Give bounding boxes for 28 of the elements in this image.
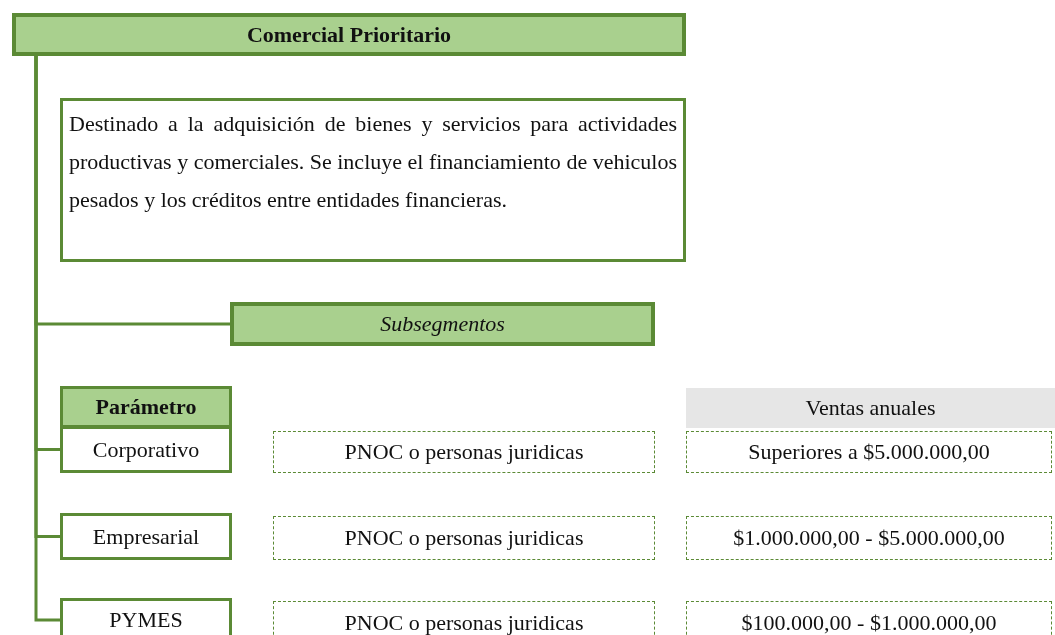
segment-label: Empresarial: [92, 523, 200, 550]
segment-label: Corporativo: [92, 436, 200, 463]
segment-box: [60, 426, 232, 473]
criteria-text: $1.000.000,00 - $5.000.000,00: [733, 525, 1005, 551]
criteria-text: PNOC o personas juridicas: [344, 439, 584, 465]
header-text: Parámetro: [95, 394, 197, 420]
criteria-box: [686, 431, 1052, 473]
description-text: Destinado a la adquisición de bienes y servicios para actividades productivas y comerciales. Se incluye el financiamiento de vehiculos pesados y los créditos entre entidades financieras.: [69, 110, 677, 214]
criteria-box: [686, 601, 1052, 635]
section-header-text: Subsegmentos: [380, 311, 505, 337]
criteria-text: Superiores a $5.000.000,00: [748, 439, 990, 465]
criteria-text: $100.000,00 - $1.000.000,00: [741, 610, 997, 635]
segment-label: PYMES: [109, 607, 183, 633]
criteria-box: [273, 516, 655, 560]
header-text: Ventas anuales: [805, 395, 936, 421]
table-header-cell: [60, 386, 232, 428]
title-text: Comercial Prioritario: [246, 21, 452, 48]
criteria-box: [273, 431, 655, 473]
criteria-box: [273, 601, 655, 635]
segment-box: [60, 513, 232, 560]
segment-box: [60, 598, 232, 635]
section-header-box: [230, 302, 655, 346]
description-box: [60, 98, 686, 262]
criteria-box: [686, 516, 1052, 560]
column-header-cell: [686, 388, 1055, 428]
title-box: [12, 13, 686, 56]
criteria-text: PNOC o personas juridicas: [344, 610, 584, 635]
criteria-text: PNOC o personas juridicas: [344, 525, 584, 551]
